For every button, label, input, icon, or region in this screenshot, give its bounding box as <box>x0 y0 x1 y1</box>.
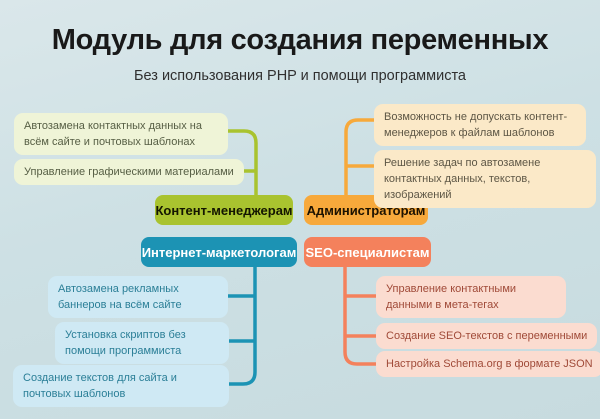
node-seo-specialists: SEO-специалистам <box>304 237 431 267</box>
leaf-content-managers-2: Управление графическими материалами <box>14 159 244 185</box>
leaf-seo-specialists-1: Управление контактными данными в мета-те… <box>376 276 566 318</box>
node-internet-marketers: Интернет-маркетологам <box>141 237 297 267</box>
leaf-seo-specialists-3: Настройка Schema.org в формате JSON <box>376 351 600 377</box>
page-subtitle: Без использования PHP и помощи программи… <box>134 68 466 84</box>
leaf-administrators-1: Возможность не допускать контент-менедже… <box>374 104 586 146</box>
node-content-managers: Контент-менеджерам <box>155 195 293 225</box>
leaf-seo-specialists-2: Создание SEO-текстов с переменными <box>376 323 598 349</box>
leaf-content-managers-1: Автозамена контактных данных на всём сай… <box>14 113 228 155</box>
leaf-administrators-2: Решение задач по автозамене контактных д… <box>374 150 596 208</box>
leaf-internet-marketers-2: Установка скриптов без помощи программис… <box>55 322 229 364</box>
leaf-internet-marketers-3: Создание текстов для сайта и почтовых ша… <box>13 365 229 407</box>
page-title: Модуль для создания переменных <box>51 24 549 56</box>
leaf-internet-marketers-1: Автозамена рекламных баннеров на всём са… <box>48 276 228 318</box>
